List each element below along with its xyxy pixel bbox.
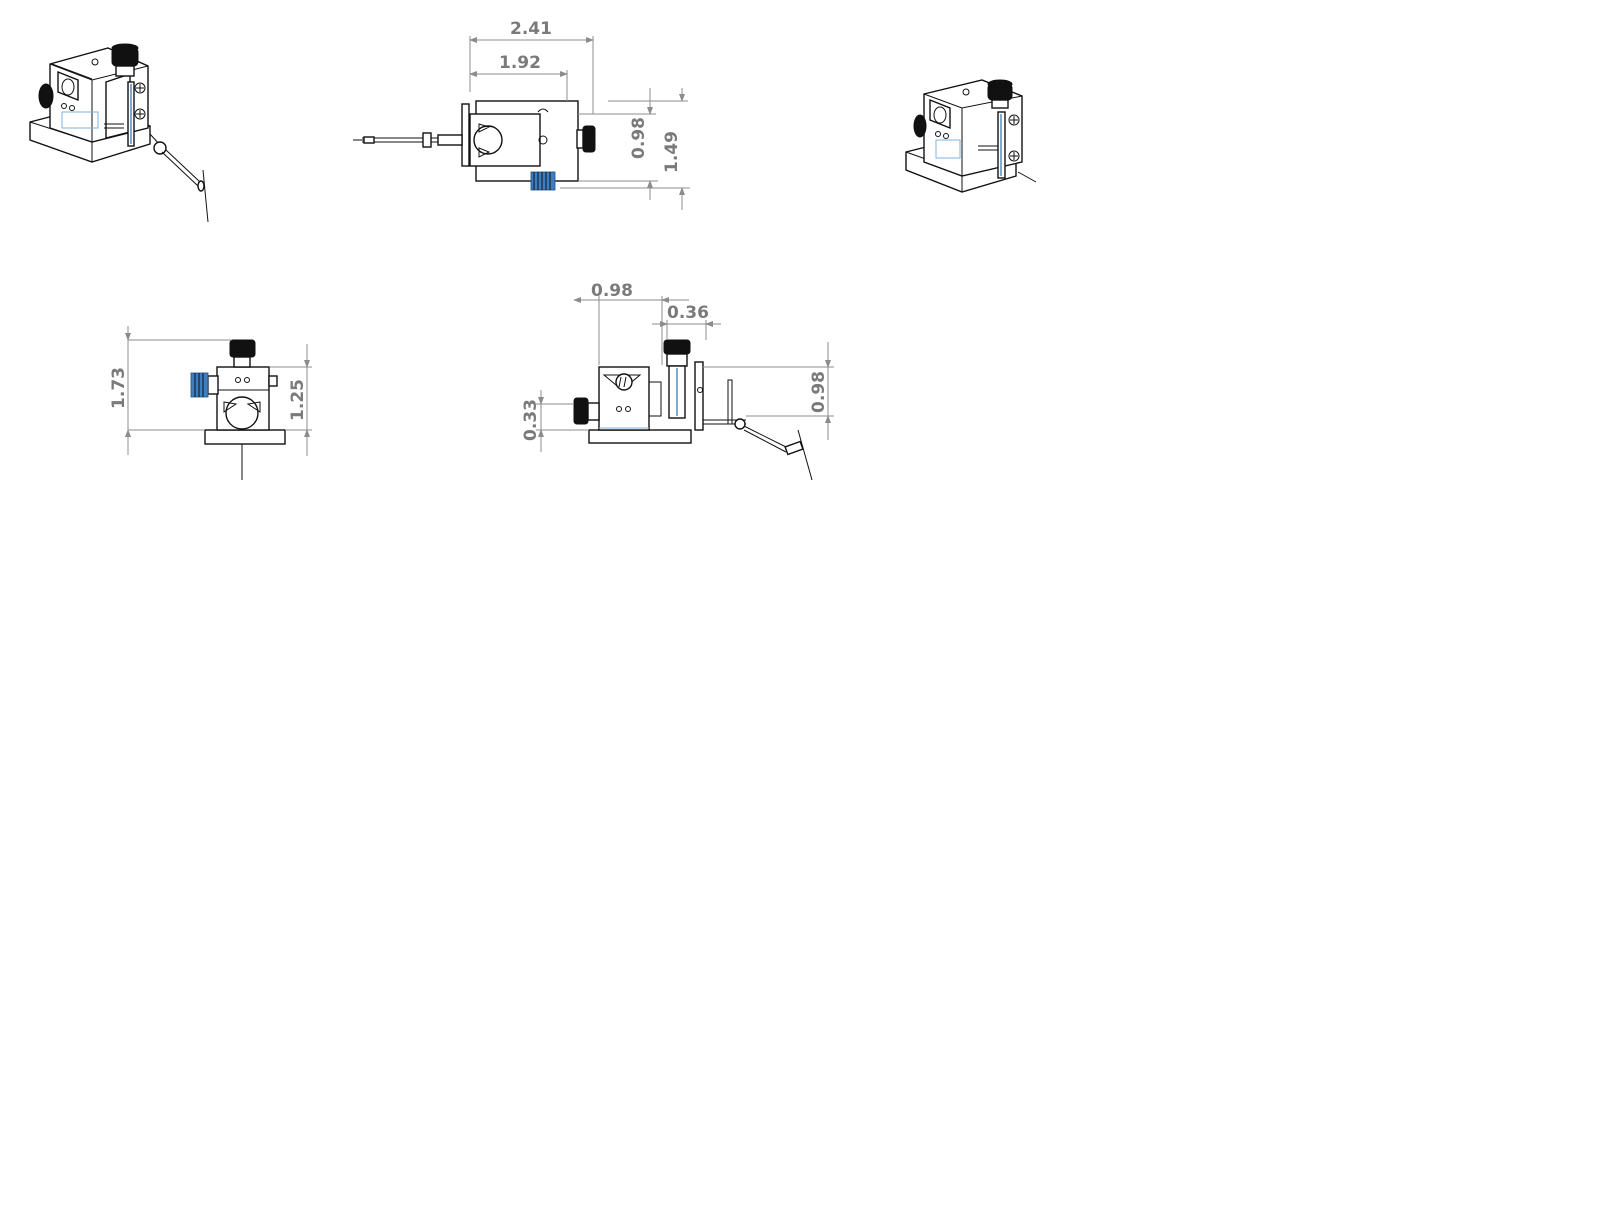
dim-overall-height-label: 1.49 [662, 131, 682, 173]
front-view: 1.73 1.25 [109, 326, 312, 480]
dim-total-height-label: 1.73 [109, 367, 129, 409]
dim-inner-width-label: 1.92 [499, 53, 541, 73]
side-view: 0.98 0.36 0.33 0.98 [521, 281, 834, 481]
dim-body-width-label: 0.98 [591, 281, 633, 301]
top-view: 2.41 1.92 0.98 1.49 [353, 19, 690, 210]
dim-inner-height-label: 0.98 [629, 117, 649, 159]
dim-clamp-offset-label: 0.36 [667, 303, 709, 323]
isometric-view-right [905, 79, 1037, 193]
dim-side-body-height-label: 0.98 [809, 371, 829, 413]
dim-body-height-label: 1.25 [288, 379, 308, 421]
dim-knob-height-label: 0.33 [521, 399, 541, 441]
isometric-view-left [29, 43, 209, 223]
dim-overall-width-label: 2.41 [510, 19, 552, 39]
